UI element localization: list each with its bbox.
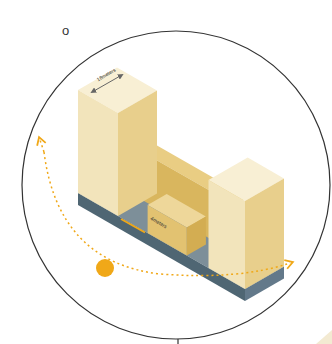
rotation-arc-start: [40, 140, 44, 152]
rotation-arc: [44, 152, 290, 276]
middle-block: [148, 194, 206, 256]
left-block: [78, 68, 157, 217]
rotation-dot: [96, 259, 114, 277]
gap-dimension: [121, 219, 145, 233]
frame-circle: [22, 31, 330, 339]
edge-fragment: [316, 330, 332, 344]
cut-off-text: o: [62, 24, 69, 37]
right-block: [209, 158, 285, 290]
stem-line: [177, 339, 178, 344]
